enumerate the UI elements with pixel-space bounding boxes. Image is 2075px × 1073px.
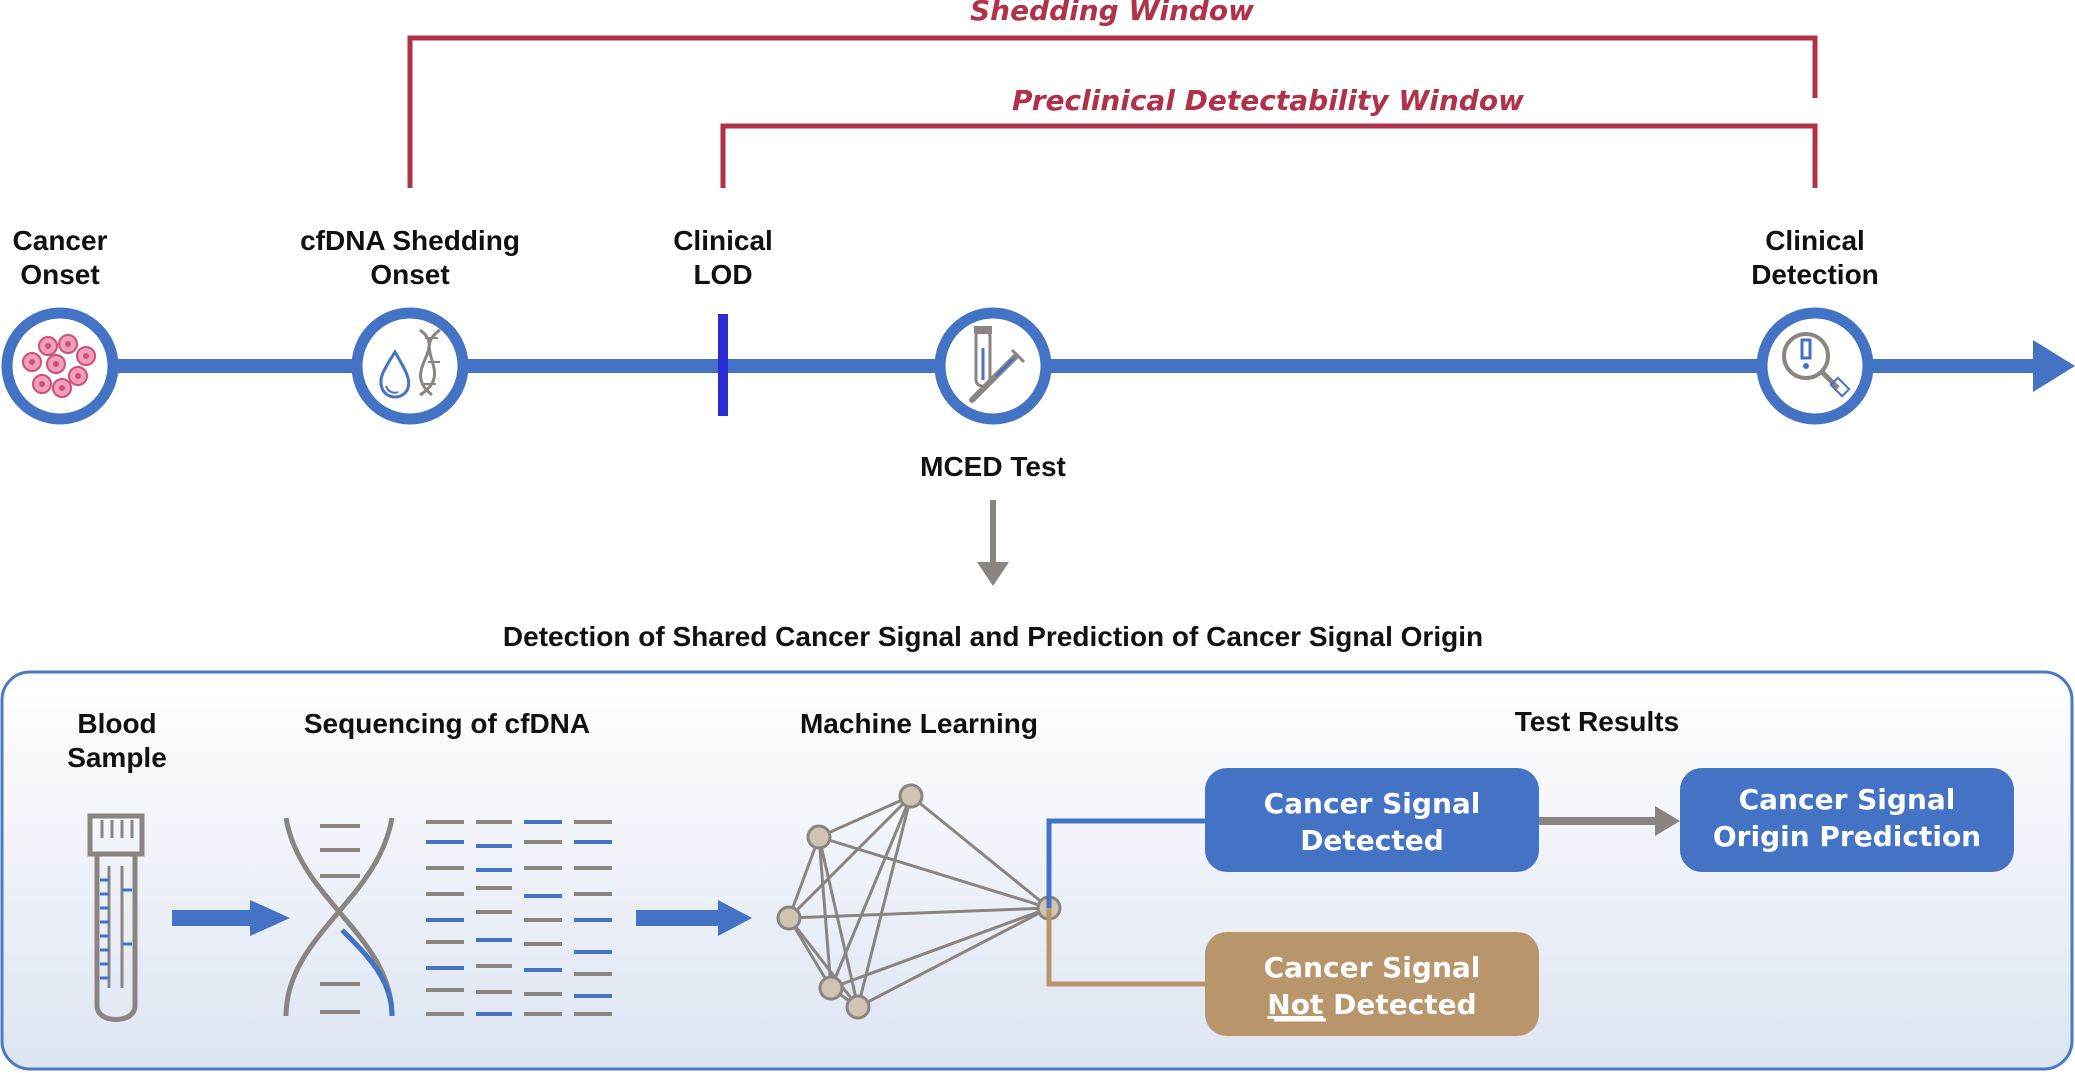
shedding-window-bracket: Shedding Window <box>407 0 1818 188</box>
cancer-onset-label-2: Onset <box>20 259 99 290</box>
clinical-detection-label-2: Detection <box>1751 259 1879 290</box>
test-tube-icon <box>87 813 145 1022</box>
test-results-label: Test Results <box>1515 706 1679 737</box>
clinical-detection-label-1: Clinical <box>1765 225 1865 256</box>
shedding-window-label: Shedding Window <box>970 0 1254 27</box>
not-word: Not <box>1267 988 1323 1021</box>
sequence-reads-icon <box>426 820 612 1016</box>
blood-sample-label-2: Sample <box>67 742 167 773</box>
sequencing-label: Sequencing of cfDNA <box>304 708 590 739</box>
clinical-lod-label-1: Clinical <box>673 225 773 256</box>
clinical-lod-label-2: LOD <box>693 259 752 290</box>
timeline-arrowhead <box>2033 340 2075 392</box>
shedding-onset-label-2: Onset <box>370 259 449 290</box>
origin-prediction-line2: Origin Prediction <box>1713 820 1981 853</box>
clinical-lod-marker <box>718 314 728 416</box>
signal-detected-result: Cancer Signal Detected <box>1205 768 1539 872</box>
dna-droplet-icon <box>351 307 469 425</box>
shedding-onset-label-1: cfDNA Shedding <box>300 225 520 256</box>
signal-not-detected-line1: Cancer Signal <box>1264 951 1481 984</box>
process-panel <box>0 670 2074 1071</box>
signal-not-detected-line2: Not Detected <box>1267 988 1476 1021</box>
dna-helix-icon <box>283 817 395 1017</box>
cancer-cells-icon <box>1 307 119 425</box>
origin-prediction-result: Cancer Signal Origin Prediction <box>1680 768 2014 872</box>
magnifier-alert-icon <box>1756 307 1874 425</box>
preclinical-window-label: Preclinical Detectability Window <box>1012 84 1524 117</box>
process-title: Detection of Shared Cancer Signal and Pr… <box>503 621 1483 652</box>
machine-learning-label: Machine Learning <box>800 708 1038 739</box>
blood-test-icon <box>934 307 1052 425</box>
origin-prediction-line1: Cancer Signal <box>1739 783 1956 816</box>
detected-word: Detected <box>1323 988 1476 1021</box>
signal-detected-line1: Cancer Signal <box>1264 787 1481 820</box>
arrow-to-origin <box>1539 806 1680 836</box>
preclinical-window-bracket: Preclinical Detectability Window <box>720 84 1818 188</box>
neural-network-icon <box>776 783 1062 1020</box>
mced-test-label: MCED Test <box>920 451 1066 482</box>
down-arrow <box>977 500 1009 586</box>
signal-detected-line2: Detected <box>1300 824 1444 857</box>
cancer-onset-label-1: Cancer <box>13 225 108 256</box>
timeline: Cancer Onset cfDNA Shedding Onset <box>1 225 2075 482</box>
signal-not-detected-result: Cancer Signal Not Detected <box>1205 932 1539 1036</box>
arrow-to-sequencing <box>172 900 290 936</box>
result-connectors <box>1046 818 1205 987</box>
arrow-to-machine-learning <box>636 900 752 936</box>
blood-sample-label-1: Blood <box>77 708 156 739</box>
